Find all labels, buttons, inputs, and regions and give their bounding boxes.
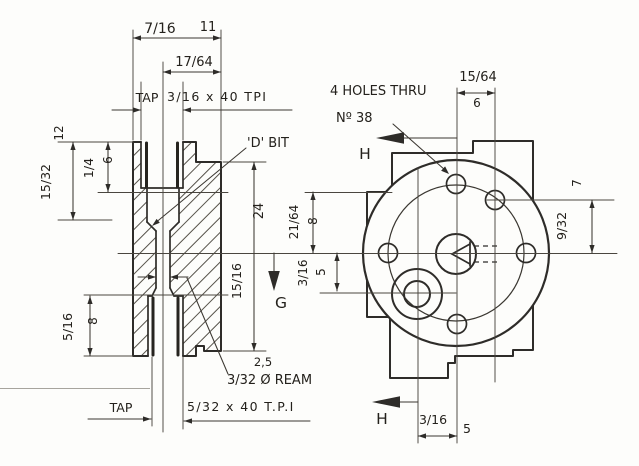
dim-counterbore-width-label: 17/64 xyxy=(175,55,212,70)
center-bore-feature xyxy=(435,233,501,275)
d-bit-note: 'D' BIT xyxy=(247,136,289,151)
dim-overall-width-mm-label: 11 xyxy=(200,20,217,35)
dim-top-label: 15/64 xyxy=(459,70,496,85)
section-label-g: G xyxy=(275,294,287,312)
dim-thread-depth-label: 1/4 xyxy=(81,158,96,178)
section-cut-arrows xyxy=(268,132,458,408)
ream-note: 3/32 Ø REAM xyxy=(227,373,312,388)
holes-note: 4 HOLES THRU xyxy=(330,84,427,99)
dim-lower-tap-depth-mm-label: 8 xyxy=(86,317,100,325)
dim-upper-left-label: 21/64 xyxy=(287,205,301,240)
dim-lower-left-label: 3/16 xyxy=(296,260,310,287)
center-and-extension-lines xyxy=(57,29,618,444)
section-hatching xyxy=(133,142,221,356)
tap-label-top: TAP xyxy=(135,90,159,105)
tap-label-bottom: TAP xyxy=(109,400,133,415)
holes-drill-note: Nº 38 xyxy=(336,111,373,126)
ream-mm-note: 2,5 xyxy=(254,355,272,369)
dim-bottom-mm-label: 5 xyxy=(463,421,471,436)
dim-top-mm-label: 6 xyxy=(473,96,481,110)
dim-right-mm-label: 7 xyxy=(570,179,584,187)
reamed-bore xyxy=(151,230,175,297)
tap-spec-top: 3/16 x 40 TPI xyxy=(167,89,267,104)
hole-top xyxy=(445,173,467,195)
dim-thread-depth-mm-label: 6 xyxy=(101,156,115,164)
hole-left xyxy=(377,242,399,264)
bolt-circle xyxy=(387,184,525,322)
dim-right-label: 9/32 xyxy=(554,212,569,240)
leader-lines xyxy=(152,123,449,375)
dim-lower-tap-depth-label: 5/16 xyxy=(60,313,75,341)
dim-overall-height-label: 15/16 xyxy=(229,263,244,299)
top-tapped-bore xyxy=(140,141,184,189)
dim-overall-width-label: 7/16 xyxy=(144,21,176,37)
dim-overall-height-mm-label: 24 xyxy=(252,203,267,220)
tap-spec-bottom: 5/32 x 40 T.P.I xyxy=(187,399,295,414)
dim-lower-left-mm-label: 5 xyxy=(314,268,328,276)
annotations: 7/16 11 17/64 TAP 3/16 x 40 TPI 12 15/32… xyxy=(38,20,584,436)
dim-upper-depth-mm-label: 12 xyxy=(52,125,66,140)
dim-upper-left-mm-label: 8 xyxy=(306,217,320,225)
d-bit-chamber xyxy=(146,187,180,232)
lower-left-boss xyxy=(391,268,443,320)
dim-bottom-label: 3/16 xyxy=(419,412,447,427)
section-body-outline xyxy=(132,141,222,357)
dim-upper-depth-label: 15/32 xyxy=(38,164,53,200)
hole-right xyxy=(515,242,537,264)
section-arrow-g-icon xyxy=(268,271,280,291)
section-label-h-bottom: H xyxy=(376,410,388,428)
end-view xyxy=(361,140,551,379)
main-flange-circle xyxy=(361,158,551,348)
section-arrow-h-top-icon xyxy=(376,132,404,144)
section-view xyxy=(132,141,222,357)
bottom-tapped-bore xyxy=(147,295,184,357)
section-arrow-h-bottom-icon xyxy=(372,396,400,408)
section-label-h-top: H xyxy=(359,145,371,163)
dimension-lines xyxy=(70,35,595,439)
